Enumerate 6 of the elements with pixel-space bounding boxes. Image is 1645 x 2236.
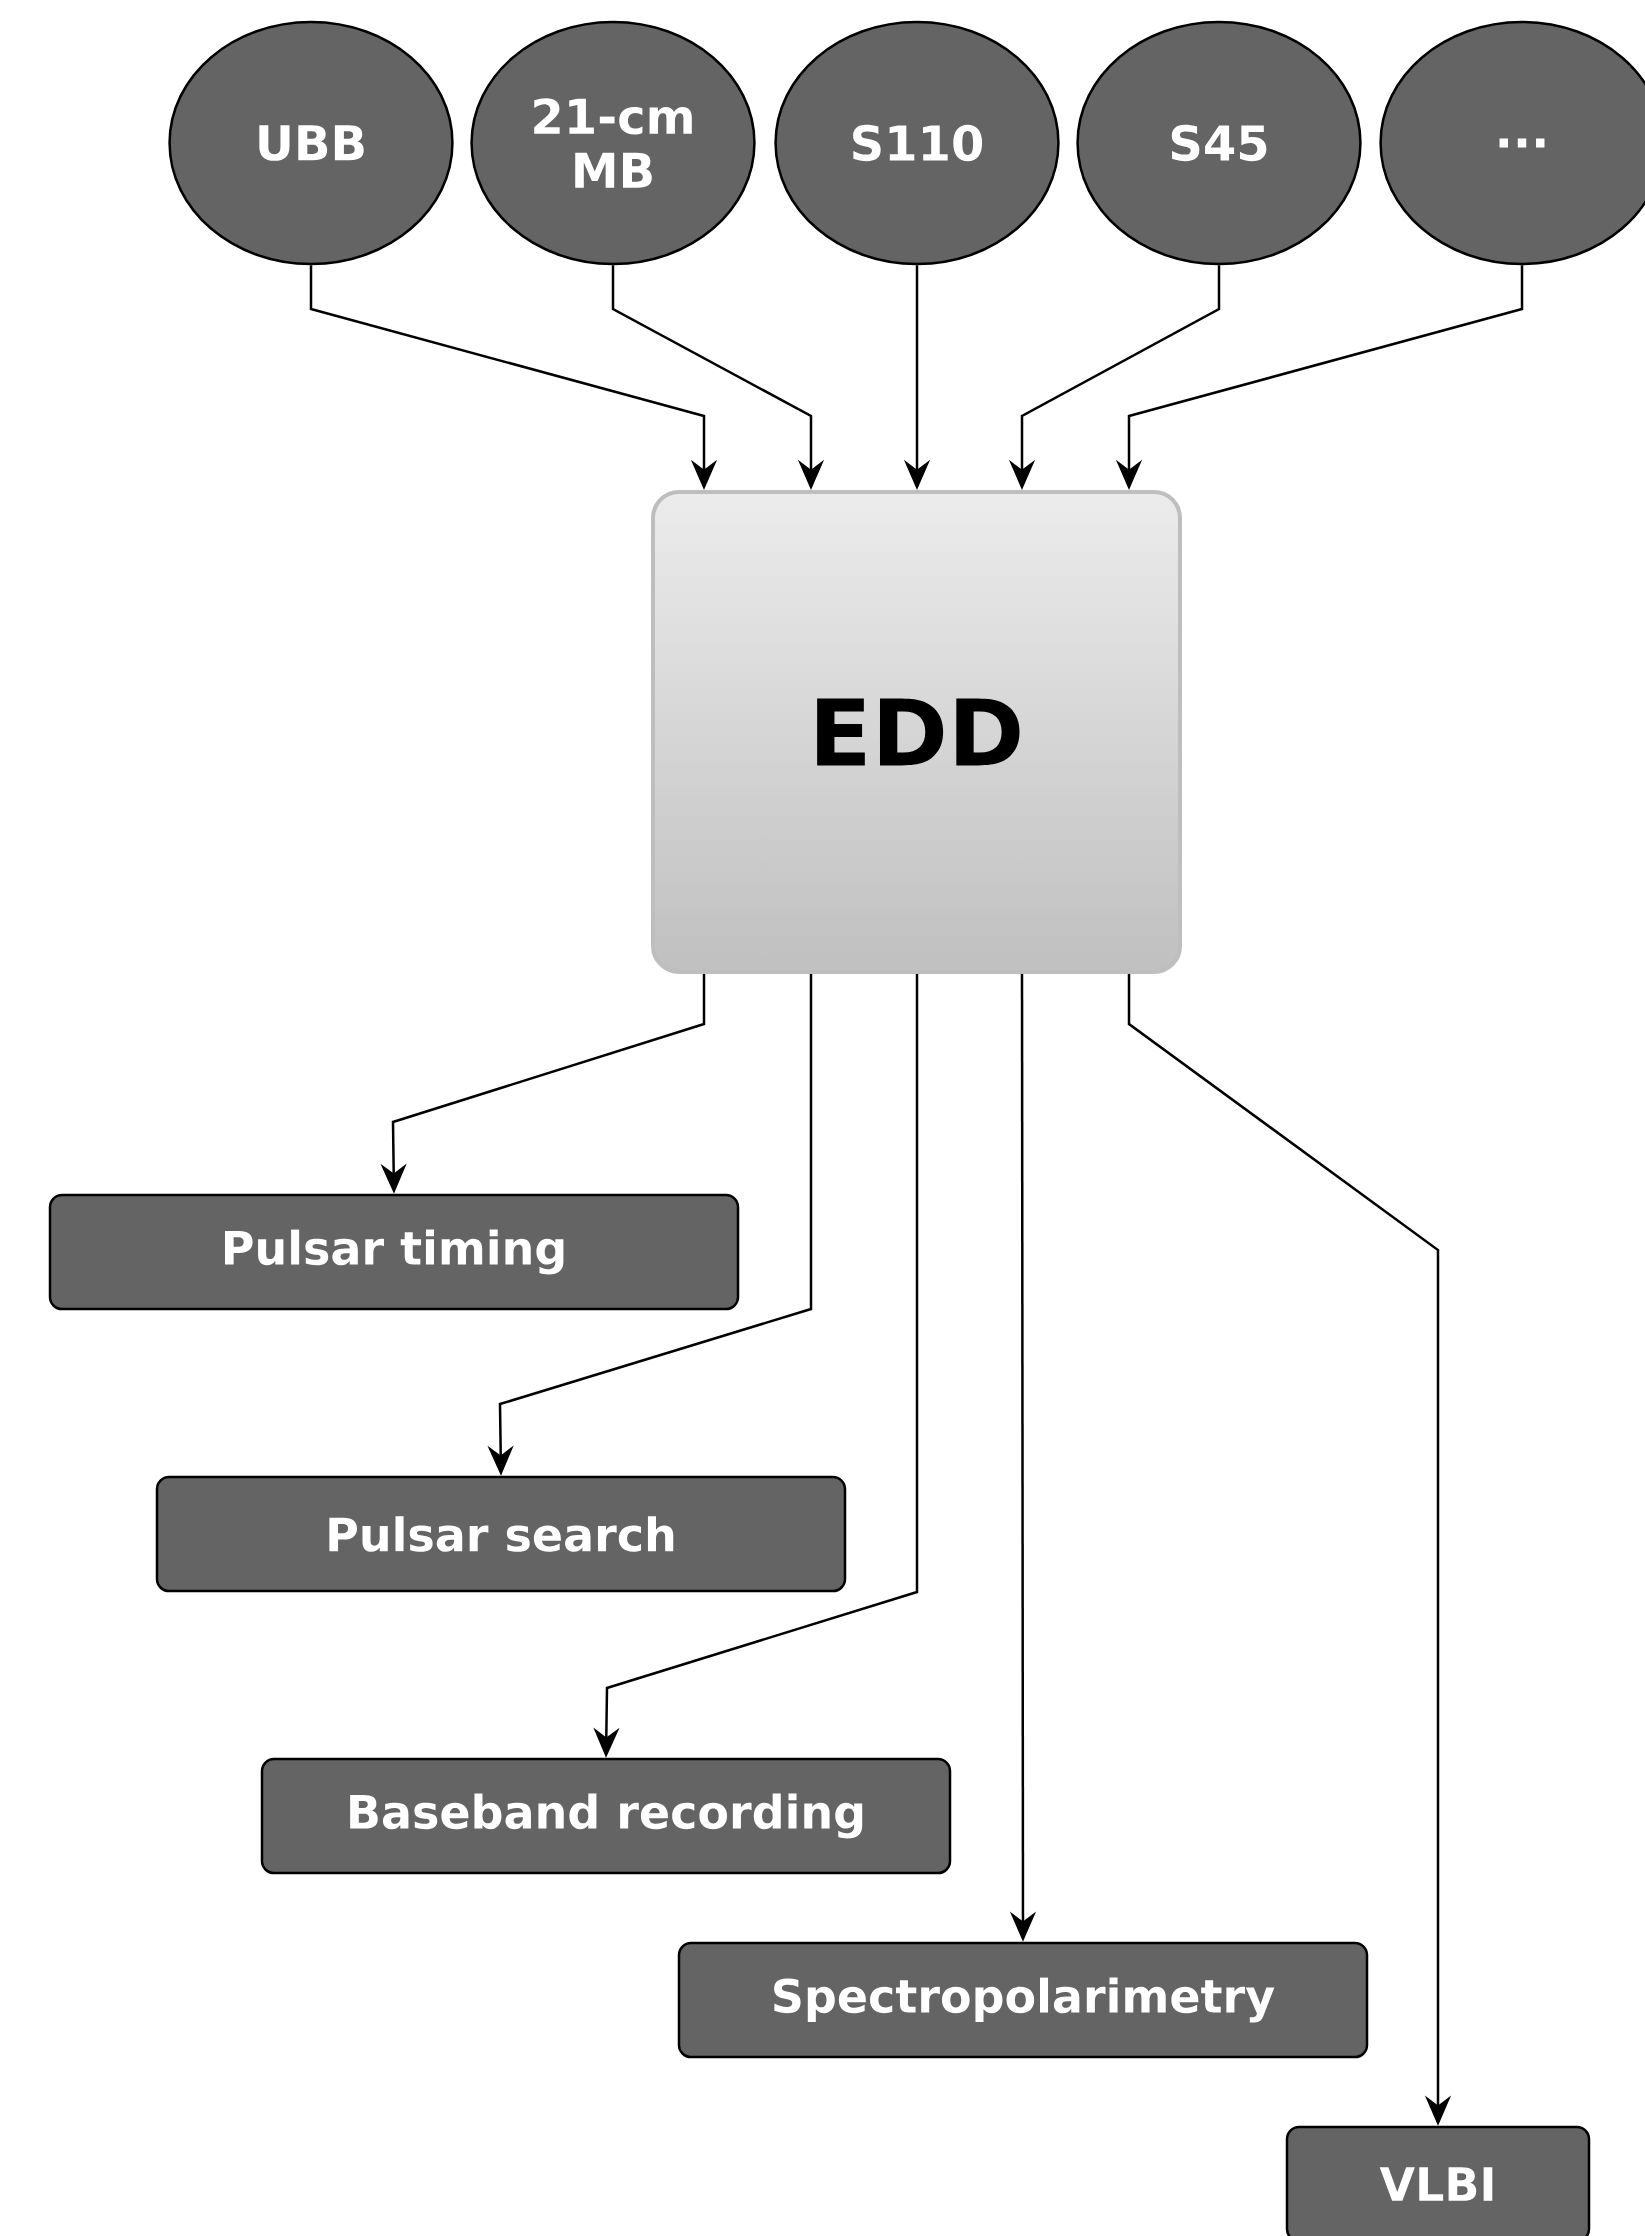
output-box: Spectropolarimetry — [677, 1941, 1369, 2059]
output-box: Pulsar timing — [48, 1193, 740, 1311]
output-box: Baseband recording — [260, 1757, 952, 1875]
processor-box: EDD — [651, 490, 1182, 974]
output-box: VLBI — [1285, 2125, 1591, 2236]
output-box: Pulsar search — [155, 1475, 847, 1593]
